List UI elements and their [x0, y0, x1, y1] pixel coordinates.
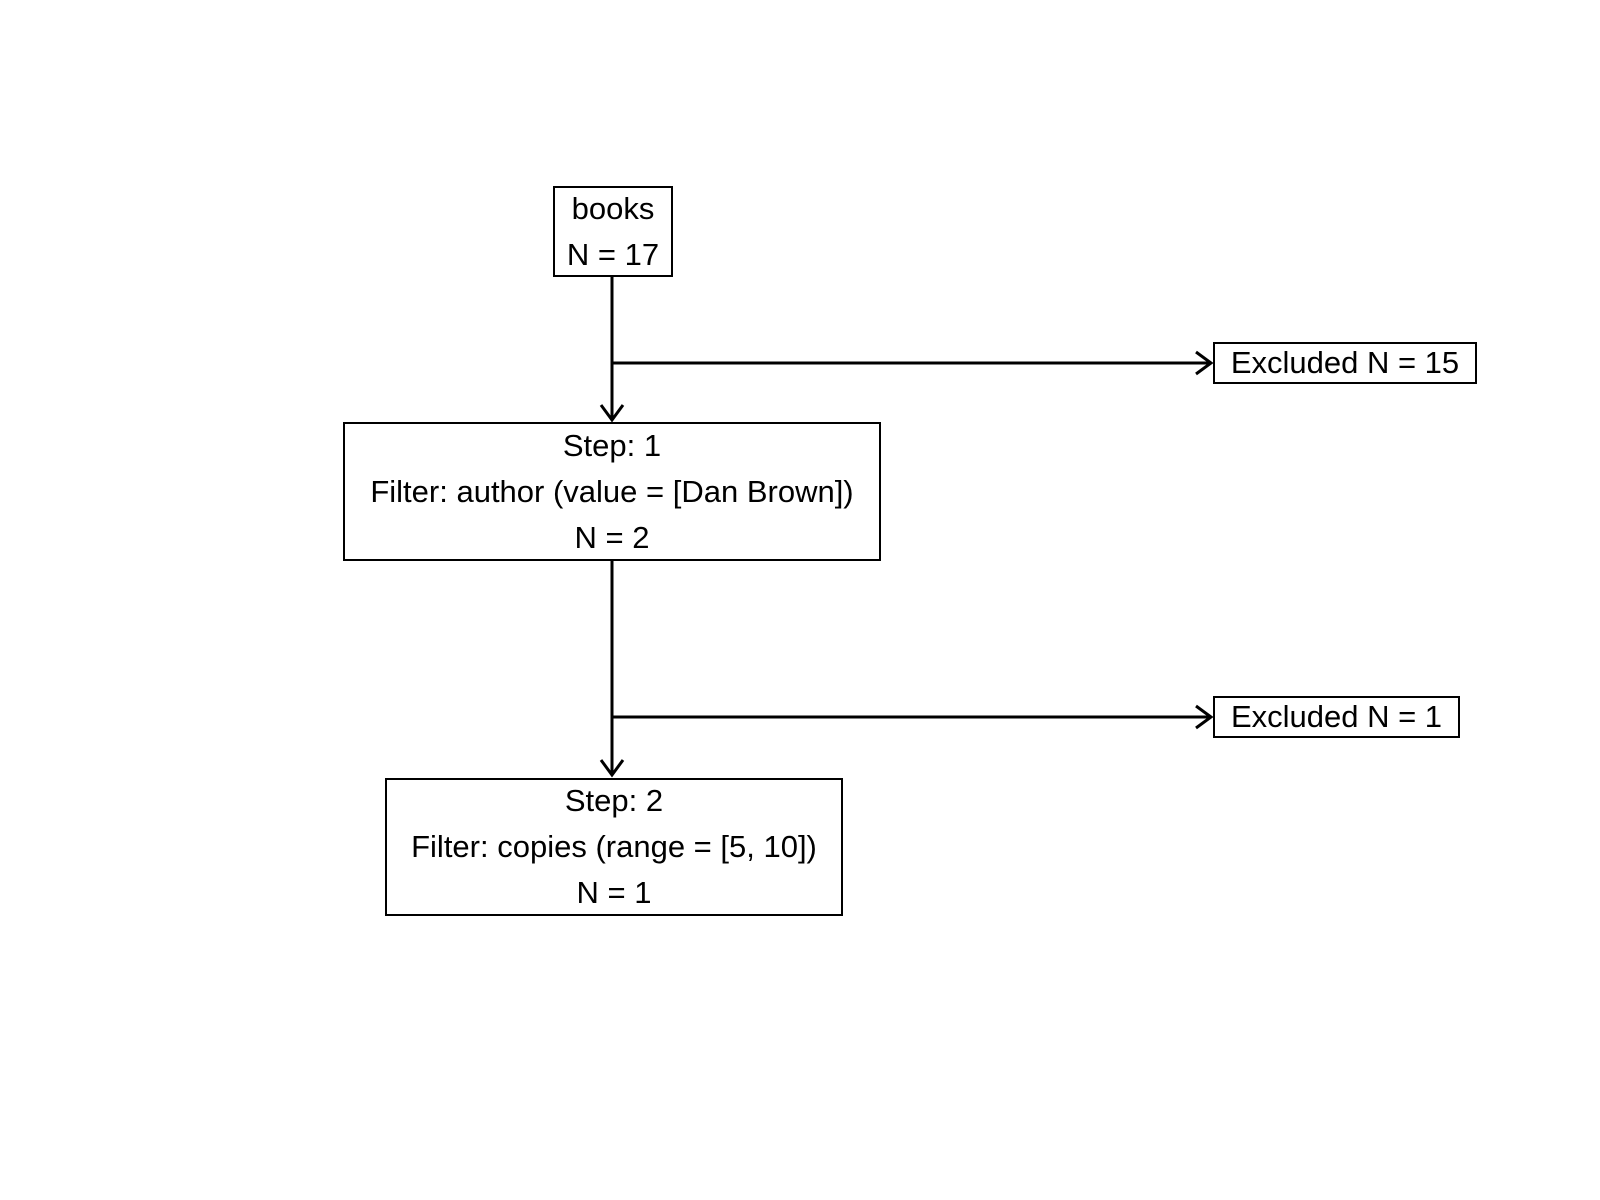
source-count-label: N = 17	[566, 236, 660, 272]
arrowhead-branch-to-excluded1	[1195, 350, 1214, 376]
source-node: books N = 17	[553, 186, 673, 277]
step1-node: Step: 1 Filter: author (value = [Dan Bro…	[343, 422, 881, 561]
excluded2-node: Excluded N = 1	[1213, 696, 1460, 738]
arrowhead-source-to-step1	[599, 404, 625, 423]
excluded1-label: Excluded N = 15	[1230, 345, 1460, 380]
step2-node: Step: 2 Filter: copies (range = [5, 10])…	[385, 778, 843, 916]
excluded1-node: Excluded N = 15	[1213, 342, 1477, 384]
step2-filter-label: Filter: copies (range = [5, 10])	[411, 829, 817, 864]
source-dataset-label: books	[571, 190, 655, 226]
step2-title: Step: 2	[564, 783, 664, 818]
arrowhead-branch-to-excluded2	[1195, 704, 1214, 730]
arrowhead-step1-to-step2	[599, 759, 625, 778]
excluded2-label: Excluded N = 1	[1230, 699, 1443, 734]
step2-count-label: N = 1	[576, 875, 652, 910]
step1-count-label: N = 2	[574, 519, 650, 555]
step1-title: Step: 1	[562, 427, 662, 463]
step1-filter-label: Filter: author (value = [Dan Brown])	[370, 473, 854, 509]
